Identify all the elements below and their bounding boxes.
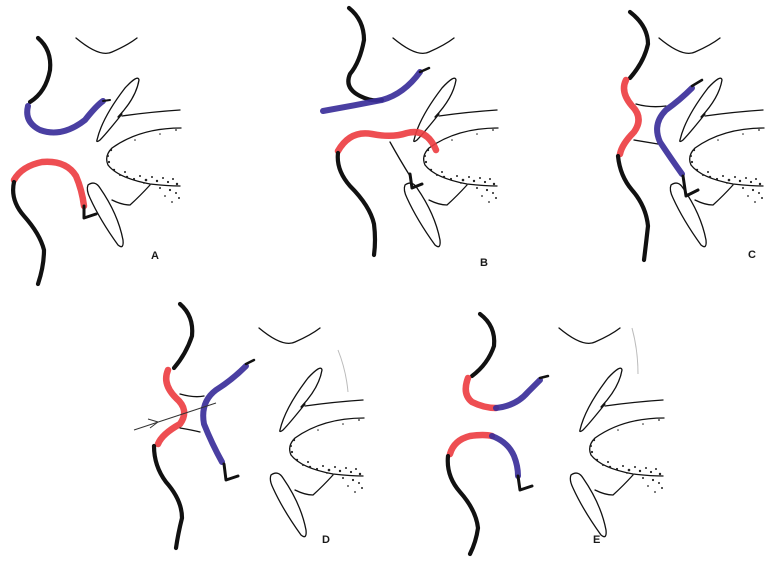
- upper-segment-blue-e: [493, 377, 543, 411]
- panel-label-a: A: [151, 250, 159, 262]
- left-segment-red-c: [616, 76, 642, 158]
- left-segment-red-d: [154, 366, 188, 448]
- arrow-annotation-d: [133, 402, 217, 431]
- right-segment-blue-c: [654, 85, 695, 177]
- lower-profile-a: [11, 179, 47, 287]
- panel-a: [10, 35, 182, 287]
- panel-b: [320, 5, 499, 258]
- lower-segment-red-b: [334, 128, 440, 155]
- lower-segment-red-e: [446, 431, 496, 458]
- lower-segment-blue-e: [489, 433, 521, 479]
- upper-segment-red-e: [462, 374, 500, 412]
- panel-c: [615, 9, 765, 263]
- upper-profile-a: [27, 35, 53, 105]
- panel-label-c: C: [748, 249, 756, 261]
- upper-segment-blue-a: [24, 98, 106, 136]
- right-segment-blue-d: [200, 363, 249, 465]
- upper-segment-blue-b: [320, 69, 423, 114]
- panel-e: [445, 311, 665, 557]
- lower-segment-red-a: [10, 158, 88, 210]
- panel-label-b: B: [480, 257, 488, 269]
- panel-label-d: D: [322, 534, 330, 546]
- panel-d: [133, 301, 365, 551]
- panel-label-e: E: [593, 534, 601, 546]
